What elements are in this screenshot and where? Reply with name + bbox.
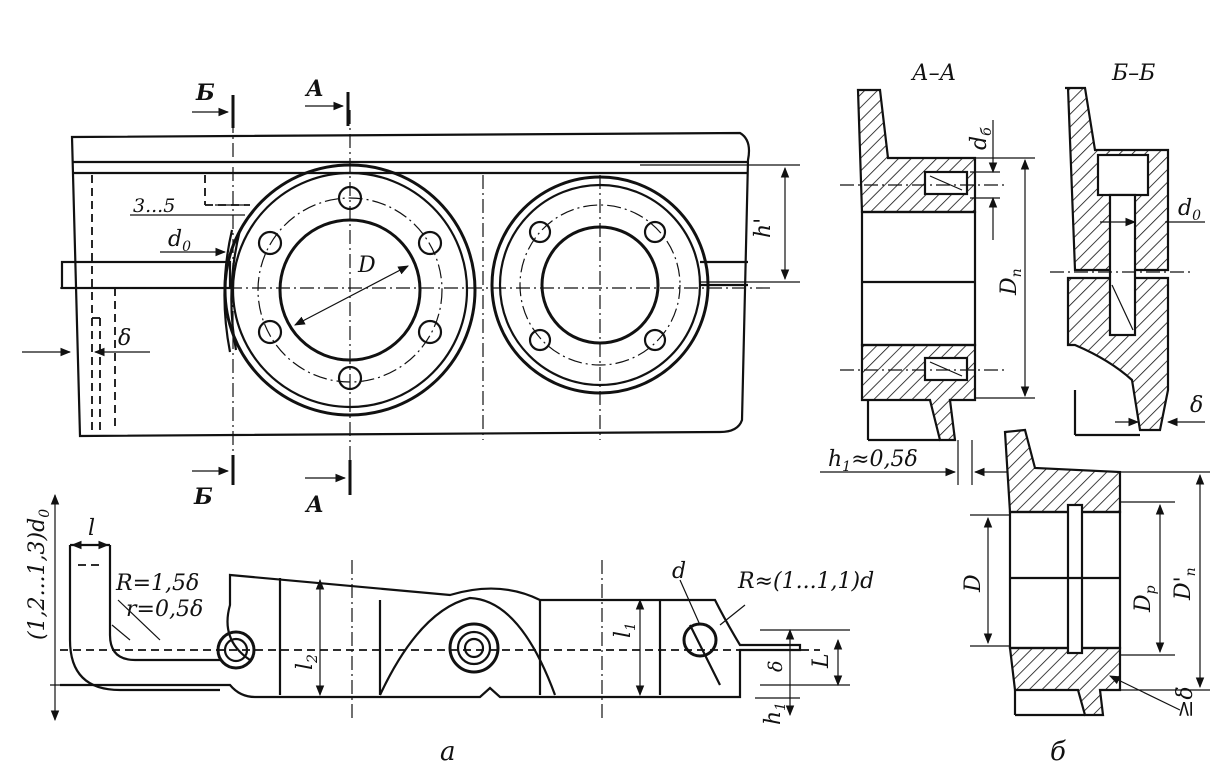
label-section-b-top: Б	[195, 80, 215, 106]
label-d0-BB: d0	[1178, 196, 1201, 224]
small-bearing	[482, 175, 710, 440]
bolt-holes-big	[257, 185, 443, 391]
housing-outline	[70, 131, 751, 438]
label-l-top: l	[88, 516, 95, 541]
front-hole-center	[448, 622, 500, 674]
front-hole-right	[682, 622, 718, 658]
label-h1-approx: h1≈0,5δ	[828, 447, 918, 475]
label-d6: dб	[967, 127, 995, 150]
label-L: L	[809, 653, 834, 669]
front-view: (1,2...1,3)d0 l R=1,5δ r=0,5δ l2 l1 d R≈…	[25, 493, 874, 725]
label-R-big: R=1,5δ	[115, 571, 199, 596]
label-section-BB: Б–Б	[1111, 61, 1155, 86]
label-section-AA: А–А	[910, 61, 956, 86]
label-Dp-lower: Dp	[1131, 585, 1159, 613]
label-h1-bottom: h1	[761, 702, 789, 725]
shaft-slot	[60, 260, 232, 290]
label-delta-left: δ	[118, 326, 131, 351]
label-d0-left: d0	[168, 227, 191, 255]
caption-a: а	[440, 737, 456, 767]
label-h-prime: h'	[751, 218, 776, 238]
label-D-lower: D	[961, 574, 986, 593]
label-section-b-bottom: Б	[193, 484, 213, 510]
label-r-small: r=0,5δ	[126, 597, 203, 622]
label-section-a-top: А	[304, 76, 324, 102]
label-R-approx: R≈(1...1,1)d	[737, 569, 874, 594]
section-a-a: А–А dб Dп	[840, 61, 1035, 442]
base-outline	[60, 573, 802, 699]
label-Dp-prime: D'п	[1171, 567, 1199, 601]
h1-dimension: h1≈0,5δ	[820, 440, 1010, 485]
label-l2: l2	[293, 654, 321, 670]
label-section-a-bottom: А	[304, 492, 324, 518]
label-D: D	[357, 253, 376, 278]
label-Dp-AA: Dп	[997, 268, 1025, 296]
label-delta-mid: δ	[765, 661, 787, 672]
label-ge-delta: ≥δ	[1173, 686, 1198, 718]
section-lower-right: D Dp D'п ≥δ	[961, 428, 1210, 718]
label-d-small: d	[672, 559, 686, 584]
big-bearing	[60, 110, 770, 460]
label-l1: l1	[611, 622, 639, 638]
label-ratio-d0: (1,2...1,3)d0	[25, 509, 53, 640]
label-3-5: 3...5	[133, 195, 175, 217]
caption-b: б	[1050, 737, 1066, 767]
top-view: Б А Б А 3...5 d0 D h' δ	[22, 76, 800, 518]
label-delta-BB: δ	[1190, 393, 1203, 418]
l-bolt	[68, 545, 220, 692]
section-b-b: Б–Б d0 δ	[1050, 61, 1205, 437]
